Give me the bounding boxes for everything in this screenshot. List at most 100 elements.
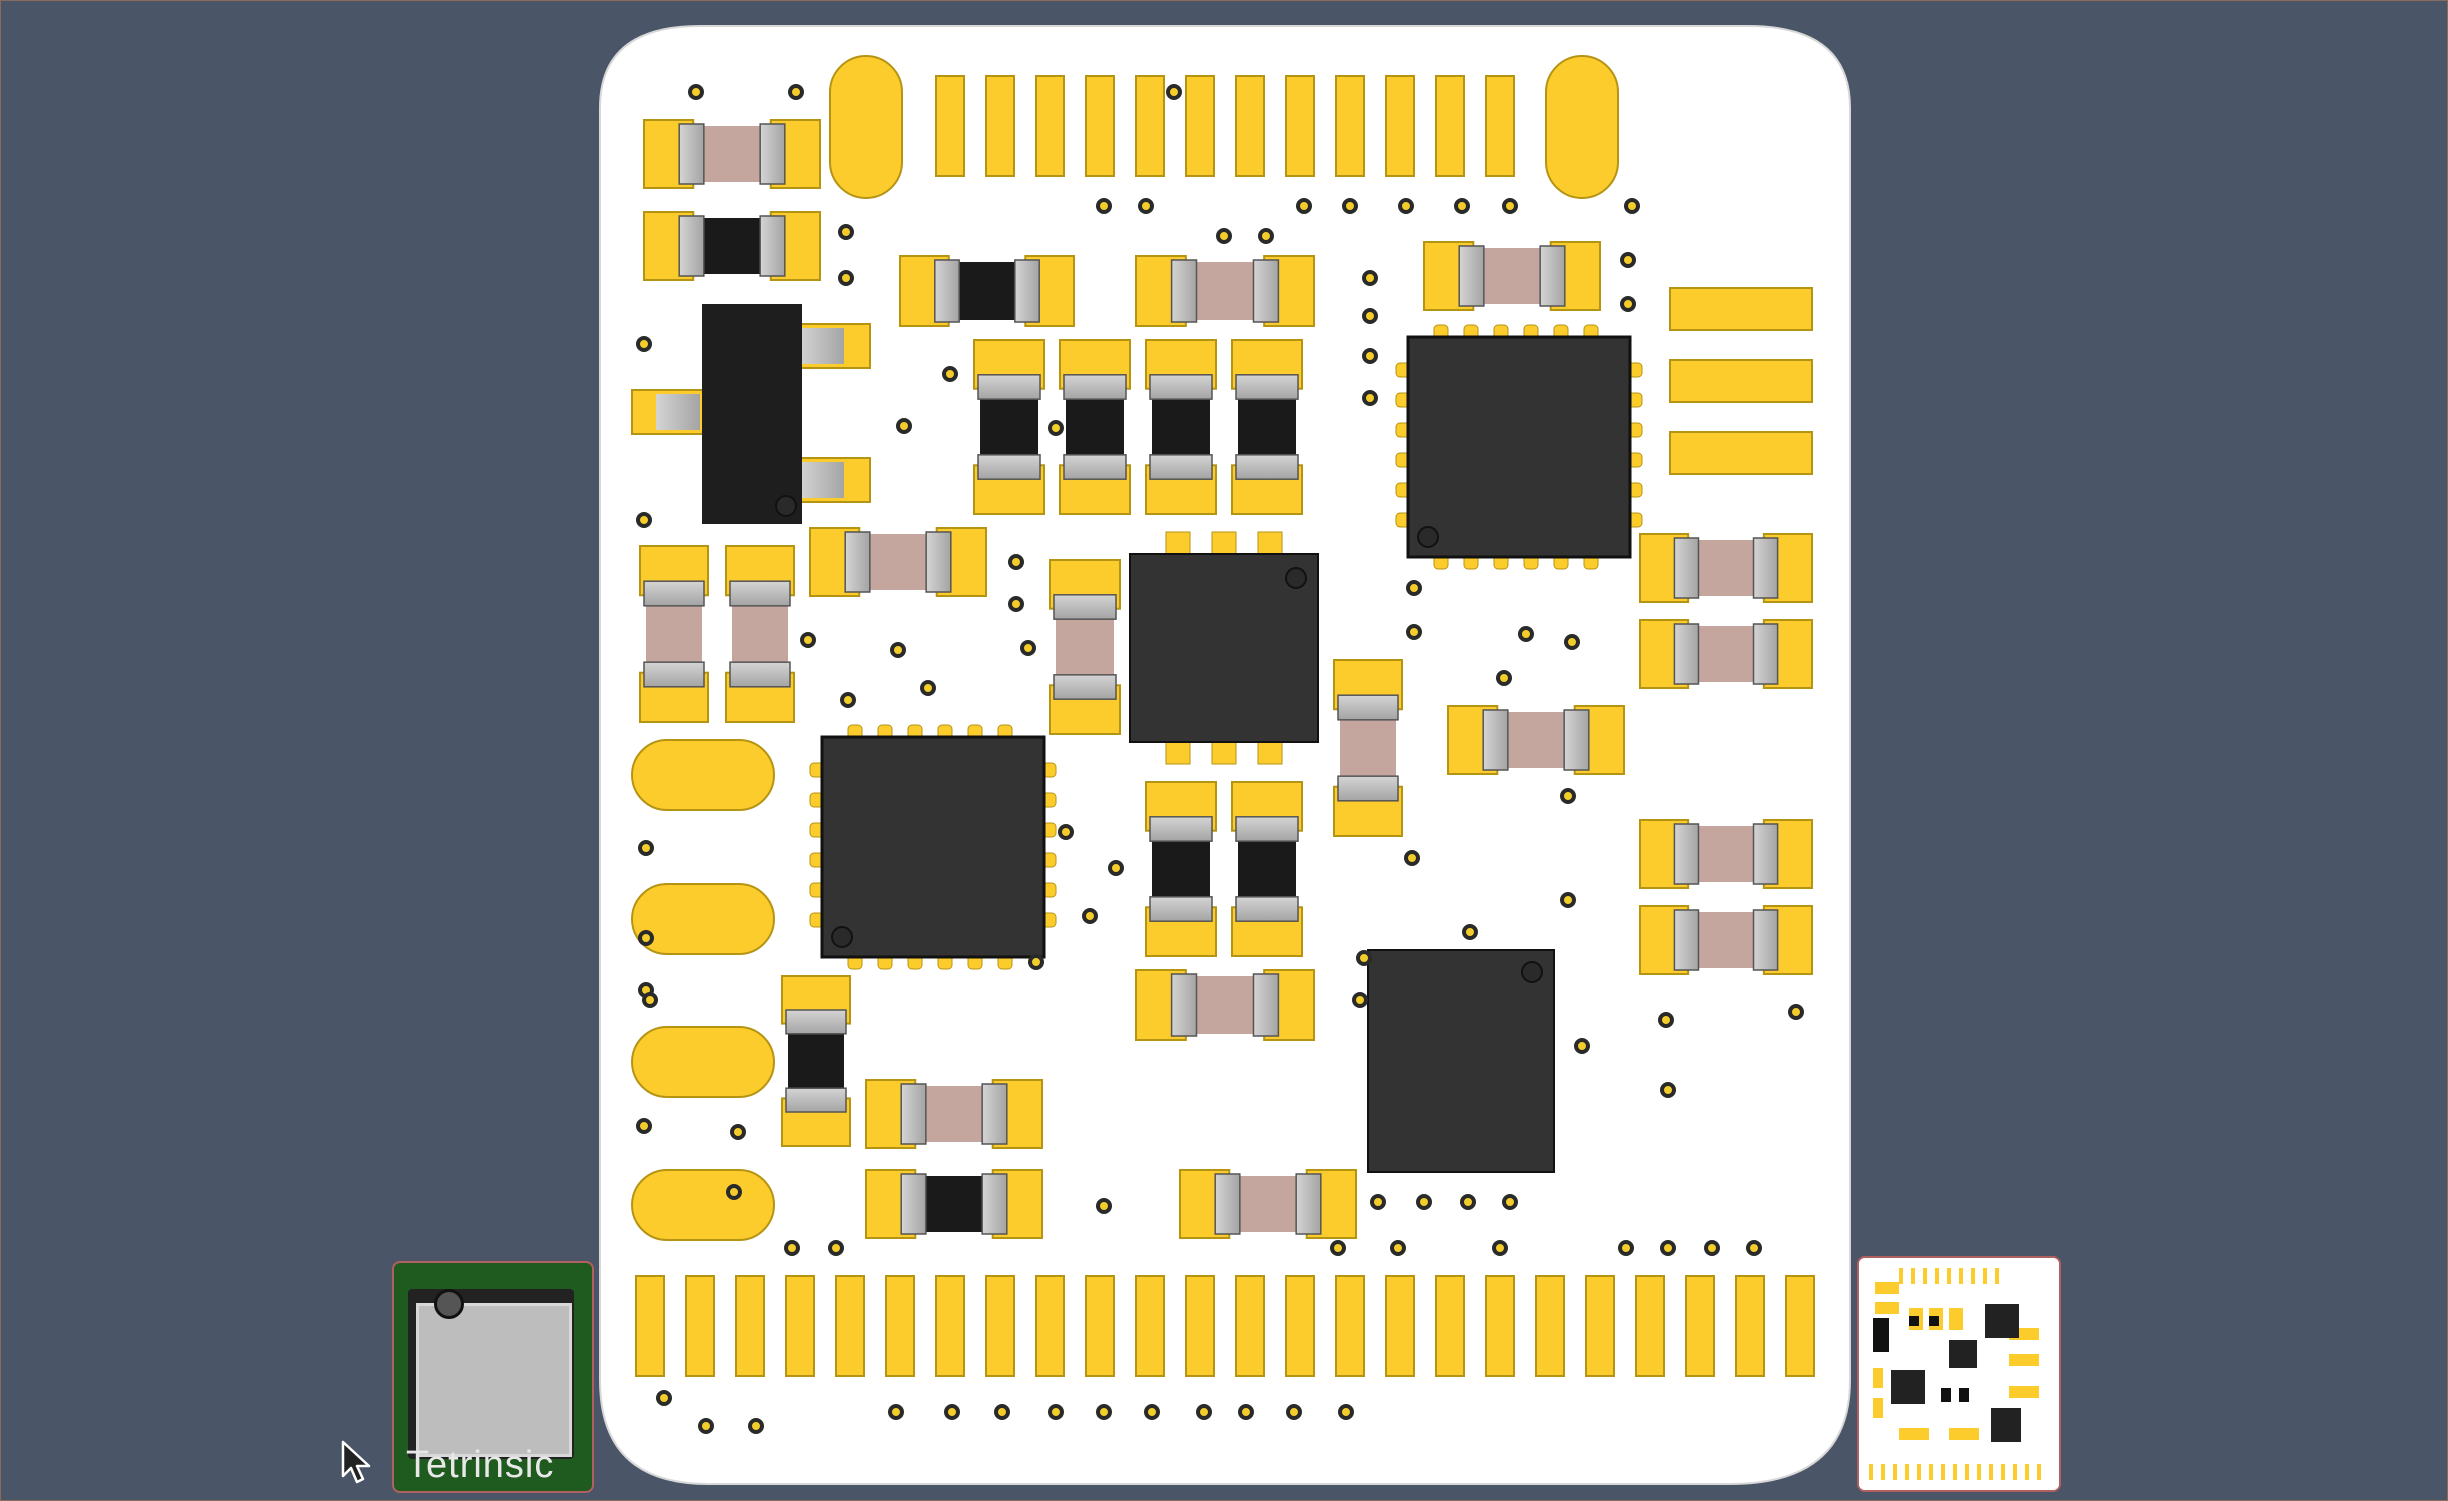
via [1416,1194,1432,1210]
resistor [643,119,821,189]
resistor [1639,533,1813,603]
header-pin-pad [985,75,1015,177]
via [828,1240,844,1256]
via [784,1240,800,1256]
header-pin-pad [1185,1275,1215,1377]
header-pin-pad [1385,75,1415,177]
capacitor [1231,781,1303,958]
header-pin-pad [1485,75,1515,177]
via [1096,1198,1112,1214]
via [1338,1404,1354,1420]
via [1564,634,1580,650]
capacitor [1145,339,1217,515]
header-pin-pad [1235,1275,1265,1377]
header-pin-pad [1035,1275,1065,1377]
header-pin-pad [1285,75,1315,177]
top-header-pads [935,75,1515,177]
large-ic [1367,949,1555,1173]
capacitor [899,255,1076,327]
via [1404,850,1420,866]
via [688,84,704,100]
via [838,224,854,240]
sot-package [631,304,871,524]
via [638,840,654,856]
via [1362,308,1378,324]
via [1296,198,1312,214]
via [636,1118,652,1134]
via [896,418,912,434]
capacitor [1145,781,1217,958]
header-pin-pad [635,1275,665,1377]
via [1660,1240,1676,1256]
capacitor [973,339,1045,515]
header-pin-pad [1035,75,1065,177]
header-pin-pad [1785,1275,1815,1377]
via [748,1418,764,1434]
via [1020,640,1036,656]
via [1144,1404,1160,1420]
header-pin-pad [1135,75,1165,177]
resistor [639,545,709,723]
resistor [1135,255,1316,327]
via [838,270,854,286]
via [1398,198,1414,214]
via [1502,1194,1518,1210]
via [888,1404,904,1420]
header-pin-pad [1135,1275,1165,1377]
via [1096,1404,1112,1420]
header-pin-pad [1335,75,1365,177]
horizontal-passives [643,119,1813,1239]
capacitor [643,211,821,281]
header-pin-pad [1435,75,1465,177]
via [638,930,654,946]
via [944,1404,960,1420]
via [1216,228,1232,244]
header-pin-pad [1185,75,1215,177]
mouse-pointer-icon [341,1440,371,1484]
via [1082,908,1098,924]
via [1704,1240,1720,1256]
via [1196,1404,1212,1420]
resistor [1639,619,1813,689]
via [920,680,936,696]
via [1258,228,1274,244]
header-pin-pad [885,1275,915,1377]
via [730,1124,746,1140]
via [1008,596,1024,612]
via [840,692,856,708]
via [1058,824,1074,840]
via [1496,670,1512,686]
via [1096,198,1112,214]
resistor [725,545,795,723]
via [726,1184,742,1200]
via [994,1404,1010,1420]
via [1356,950,1372,966]
via [1518,626,1534,642]
via [1138,198,1154,214]
via [1362,348,1378,364]
top-view-thumbnail[interactable]: Tetrinsic [392,1261,594,1493]
via [1660,1082,1676,1098]
via [1330,1240,1346,1256]
via [942,366,958,382]
vias [636,84,1804,1434]
resistor [1333,659,1403,837]
via [1618,1240,1634,1256]
via [1342,198,1358,214]
via [1048,420,1064,436]
bottom-view-thumbnail[interactable] [1857,1256,2061,1492]
resistor [1135,969,1316,1041]
oval-pad [1545,55,1619,199]
capacitor [1059,339,1131,515]
bottom-header-pads [635,1275,1815,1377]
resistor [1447,705,1625,775]
vertical-passives [639,339,1403,1148]
via [636,512,652,528]
header-pin-pad [1085,1275,1115,1377]
via [1352,992,1368,1008]
via [1624,198,1640,214]
header-pin-pad [1585,1275,1615,1377]
via [698,1418,714,1434]
